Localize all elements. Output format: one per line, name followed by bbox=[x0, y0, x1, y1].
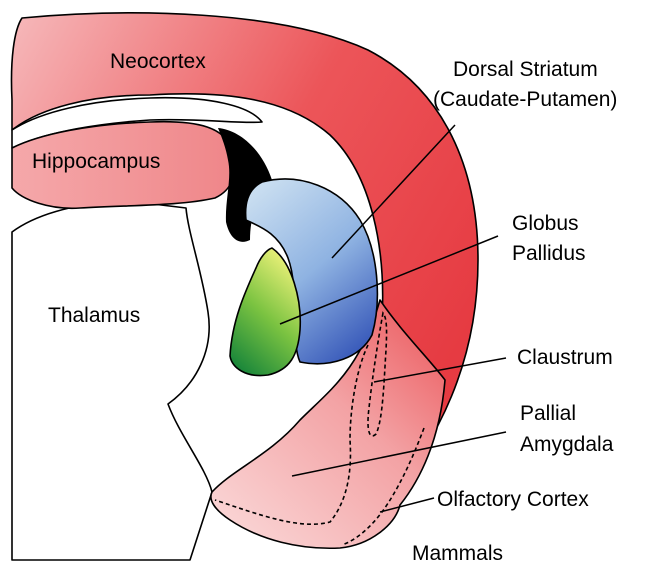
species-label: Mammals bbox=[412, 542, 503, 565]
globus-label: Globus bbox=[512, 212, 579, 235]
claustrum-label: Claustrum bbox=[517, 346, 613, 369]
hippocampus-label: Hippocampus bbox=[32, 150, 160, 173]
pallial-label: Pallial bbox=[520, 402, 576, 425]
globus-pallidus-region bbox=[230, 248, 300, 376]
thalamus-label: Thalamus bbox=[48, 304, 140, 327]
dorsal-striatum-label: Dorsal Striatum bbox=[453, 58, 598, 81]
hemisphere-outline bbox=[12, 200, 212, 560]
dorsal-striatum-sublabel: (Caudate-Putamen) bbox=[433, 88, 617, 111]
pallidus-label: Pallidus bbox=[512, 242, 586, 265]
neocortex-label: Neocortex bbox=[110, 50, 206, 73]
amygdala-label: Amygdala bbox=[520, 433, 614, 456]
olfactory-cortex-label: Olfactory Cortex bbox=[437, 488, 589, 511]
